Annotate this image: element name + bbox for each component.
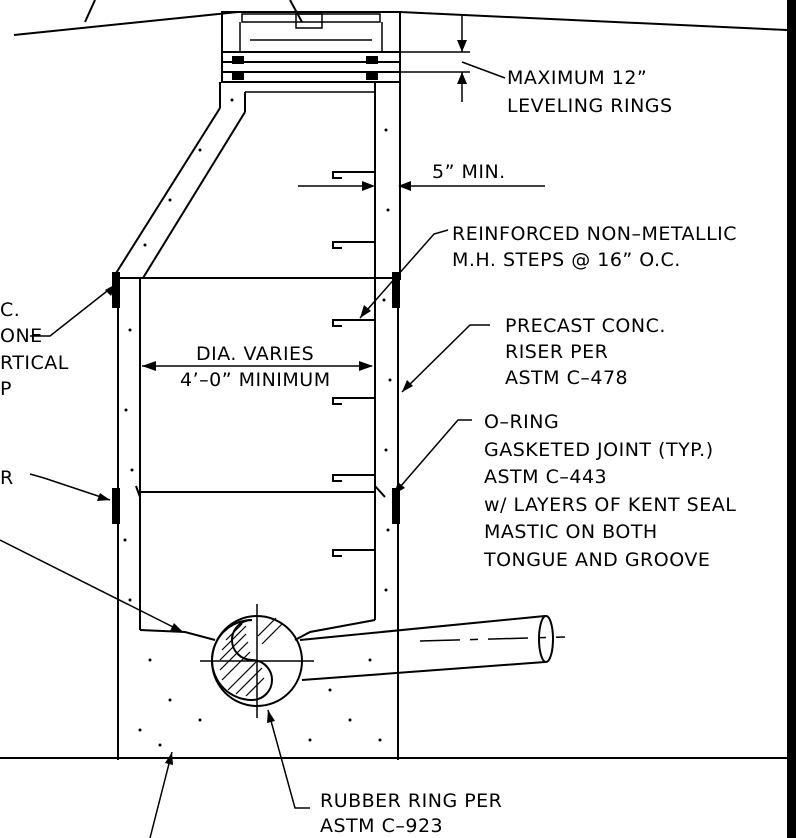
- joint-gaskets: [112, 272, 400, 524]
- rubber-ring-label-1: RUBBER RING PER: [320, 790, 502, 812]
- joint-label-3: ASTM C–443: [484, 466, 607, 488]
- diameter-dimension: [142, 361, 373, 371]
- step-clearance-dimension: [298, 181, 545, 191]
- leveling-rings-label-2: LEVELING RINGS: [507, 95, 673, 117]
- left-cone-label-1: C.: [0, 299, 20, 321]
- sheet-border: [787, 0, 796, 838]
- steps-label-1: REINFORCED NON–METALLIC: [452, 223, 737, 245]
- joint-label-6: TONGUE AND GROOVE: [483, 549, 710, 571]
- left-r-label: R: [0, 467, 14, 489]
- riser-label-2: RISER PER: [505, 341, 608, 363]
- leveling-rings-label-1: MAXIMUM 12”: [507, 67, 647, 89]
- joint-label-1: O–RING: [484, 411, 559, 433]
- rubber-ring-leader: [267, 709, 310, 809]
- joint-label-5: MASTIC ON BOTH: [484, 521, 658, 543]
- inlet-pipe: [200, 604, 566, 718]
- leveling-rings: [221, 51, 401, 93]
- left-cone-label-2: ONE: [0, 325, 43, 347]
- diameter-label-2: 4’–0” MINIMUM: [180, 369, 331, 391]
- left-cone-label-4: P: [0, 378, 12, 400]
- leveling-ring-dimension: [400, 14, 506, 102]
- rubber-ring-label-2: ASTM C–923: [320, 815, 443, 837]
- finished-grade-line: [13, 0, 788, 36]
- left-leaders: [0, 283, 184, 838]
- steps-leader: [359, 229, 449, 319]
- frame-and-cover: [221, 11, 401, 53]
- joint-leader: [393, 419, 472, 495]
- left-cone-label-3: RTICAL: [0, 352, 69, 374]
- riser-label-3: ASTM C–478: [505, 367, 628, 389]
- riser-leader: [401, 324, 490, 393]
- riser-label-1: PRECAST CONC.: [505, 315, 666, 337]
- joint-label-2: GASKETED JOINT (TYP.): [484, 439, 714, 461]
- manhole-base: [0, 619, 787, 759]
- step-clearance-label: 5” MIN.: [432, 161, 506, 183]
- manhole-steps: [332, 171, 375, 557]
- joint-label-4: w/ LAYERS OF KENT SEAL: [484, 494, 736, 516]
- concrete-stipple: [123, 98, 392, 747]
- diameter-label-1: DIA. VARIES: [196, 343, 314, 365]
- steps-label-2: M.H. STEPS @ 16” O.C.: [452, 249, 681, 271]
- eccentric-cone: [112, 82, 401, 280]
